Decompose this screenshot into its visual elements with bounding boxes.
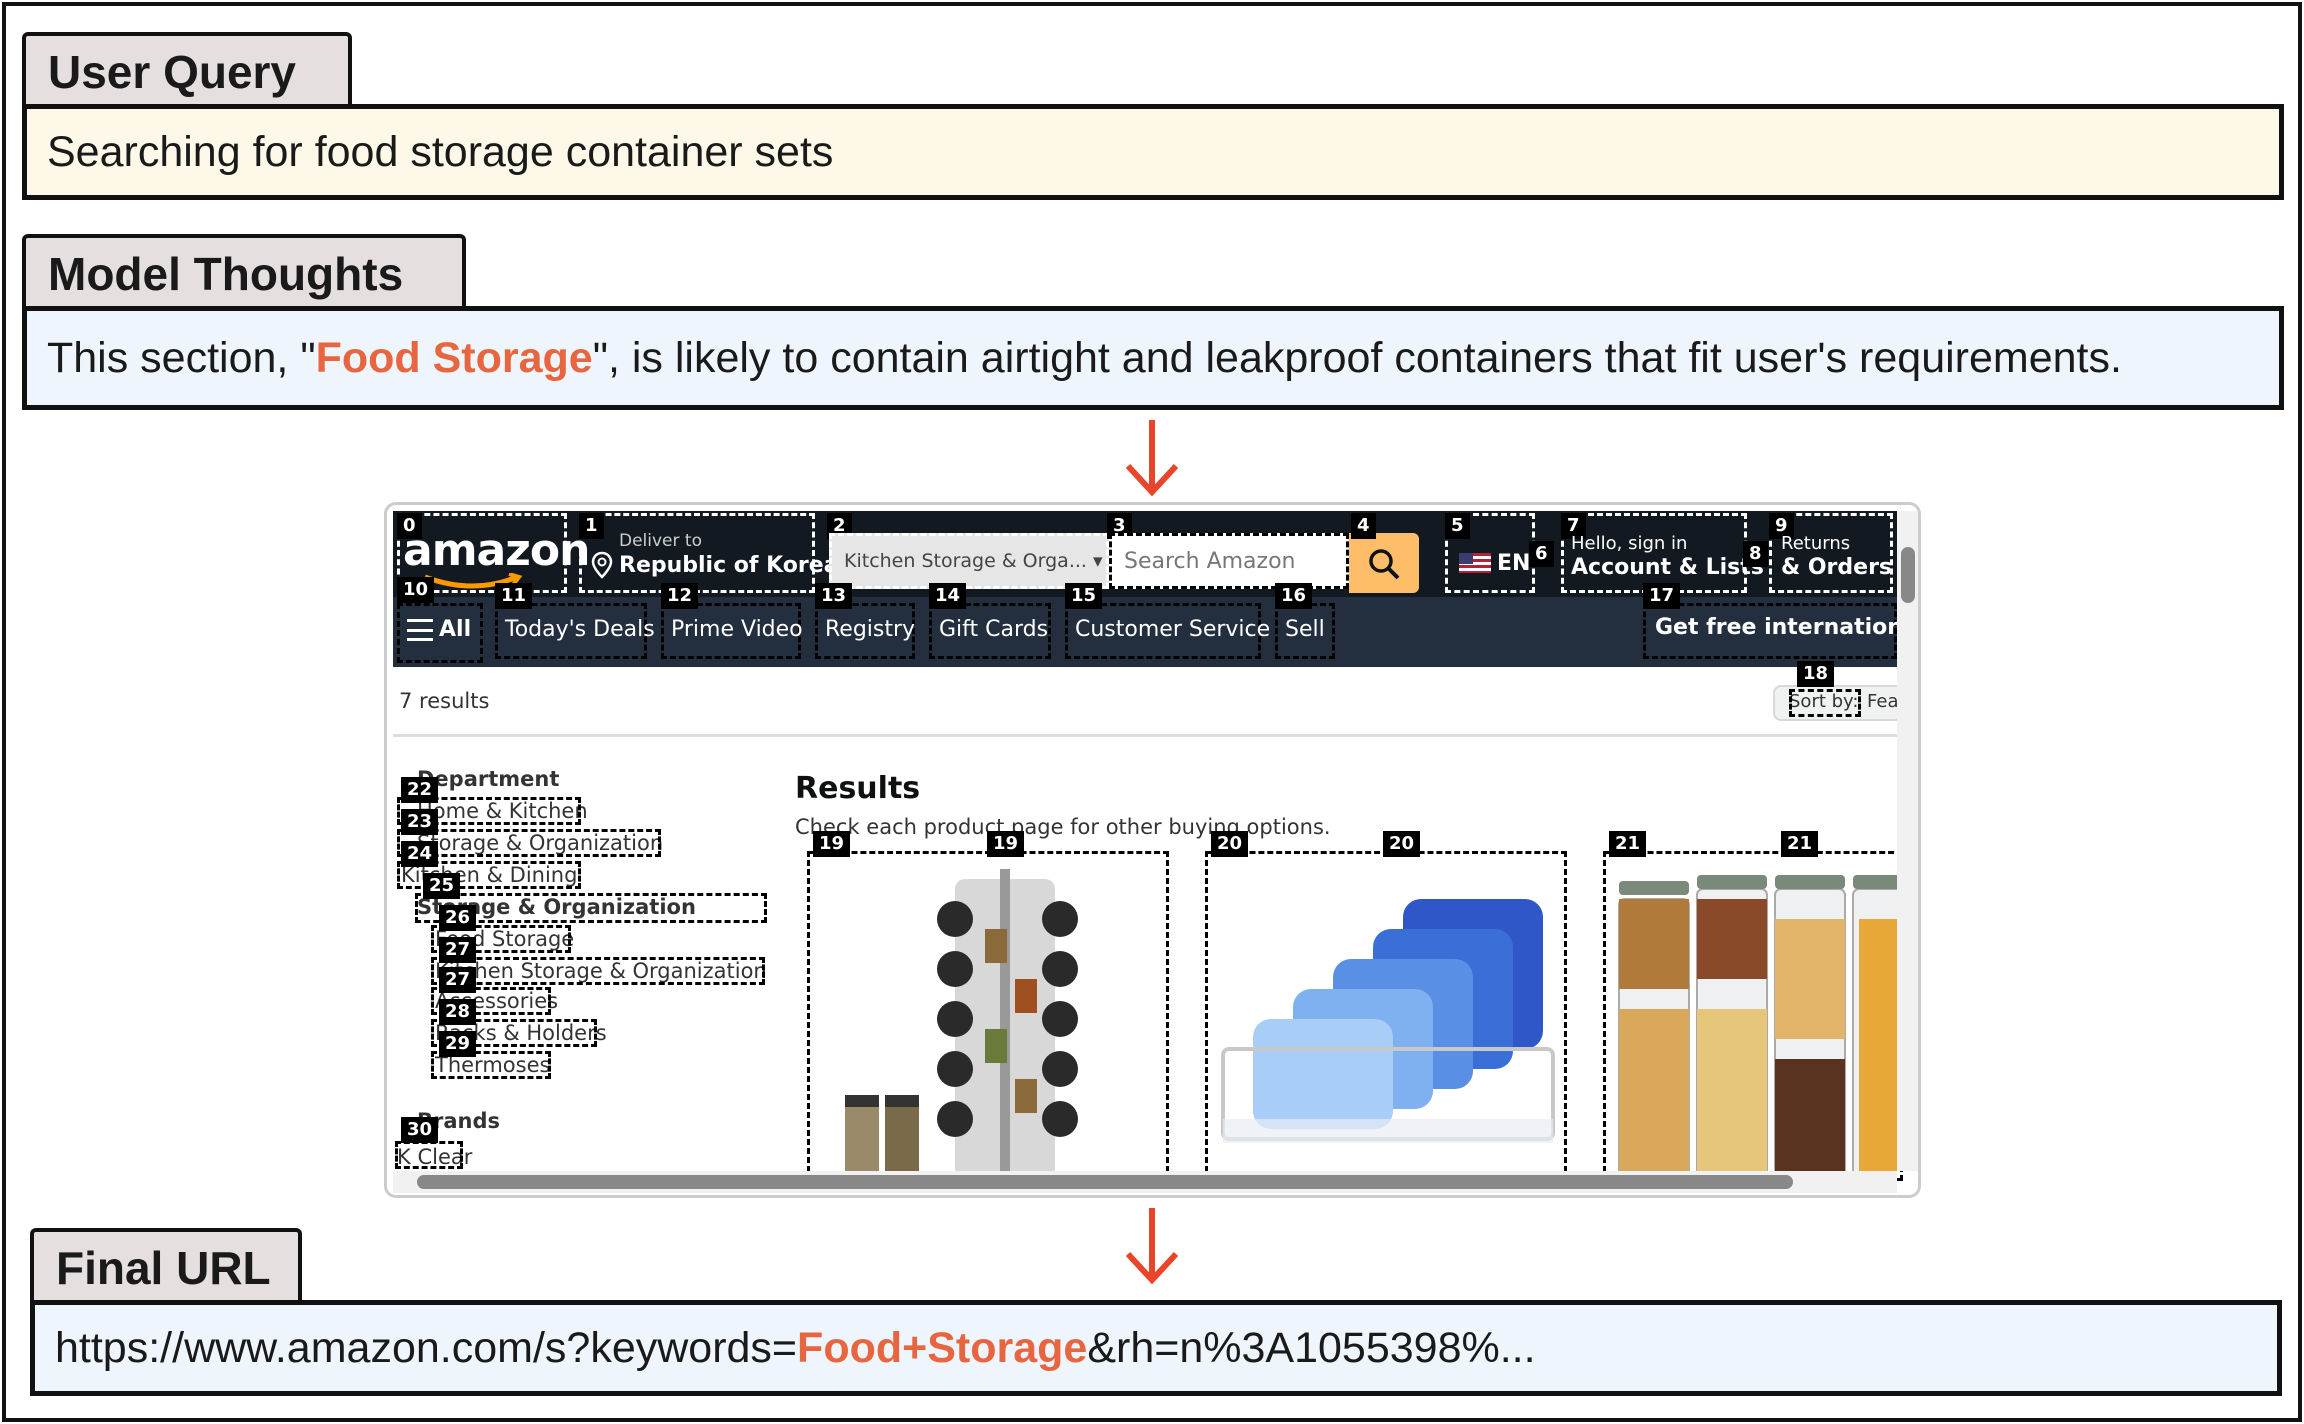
model-thoughts-tab: Model Thoughts [22, 234, 466, 308]
account-lists-link[interactable]: Account & Lists [1571, 555, 1764, 580]
results-subtitle: Check each product page for other buying… [795, 815, 1331, 839]
results-title: Results [795, 771, 921, 806]
nav-registry[interactable]: Registry [825, 617, 916, 642]
thoughts-pre: This section, " [47, 333, 316, 382]
user-query-tab: User Query [22, 32, 352, 106]
browser-screenshot: 0 amazon 1 Deliver to Republic of Korea … [384, 502, 1921, 1198]
user-query-text: Searching for food storage container set… [47, 127, 834, 176]
search-button[interactable] [1349, 533, 1419, 593]
user-query-panel: Searching for food storage container set… [22, 104, 2284, 200]
final-url-tab: Final URL [30, 1228, 302, 1302]
product-image-spice-rack[interactable] [815, 859, 1165, 1171]
language-selector[interactable]: EN [1497, 551, 1531, 576]
product-image-pantry-containers[interactable] [1609, 859, 1897, 1171]
results-info-bar: 7 results Sort by: Fea 18 [393, 661, 1903, 737]
final-url-panel: https://www.amazon.com/s?keywords=Food+S… [30, 1300, 2282, 1396]
nav-sell[interactable]: Sell [1285, 617, 1325, 642]
nav-todays-deals[interactable]: Today's Deals [505, 617, 655, 642]
dept-storage-organization[interactable]: Storage & Organization [417, 831, 664, 855]
dept-home-kitchen[interactable]: Home & Kitchen [417, 799, 588, 823]
vertical-scrollbar[interactable] [1897, 511, 1918, 1171]
deliver-location-link[interactable]: Republic of Korea [619, 553, 839, 578]
nav-gift-cards[interactable]: Gift Cards [939, 617, 1049, 642]
results-count: 7 results [399, 689, 490, 713]
model-thoughts-panel: This section, "Food Storage", is likely … [22, 306, 2284, 410]
down-arrow-icon [1125, 1208, 1179, 1285]
search-input[interactable]: Search Amazon [1109, 533, 1349, 589]
product-image-blue-containers[interactable] [1213, 859, 1563, 1171]
dept-thermoses[interactable]: Thermoses [435, 1053, 551, 1077]
amazon-top-nav: 0 amazon 1 Deliver to Republic of Korea … [393, 511, 1897, 597]
url-pre: https://www.amazon.com/s?keywords= [55, 1323, 798, 1372]
search-category-select[interactable]: Kitchen Storage & Orga... ▾ [829, 533, 1109, 589]
all-menu-button[interactable]: All [439, 617, 472, 642]
down-arrow-icon [1125, 420, 1179, 497]
nav-customer-service[interactable]: Customer Service [1075, 617, 1271, 642]
us-flag-icon [1459, 553, 1491, 573]
brand-k-clear[interactable]: K Clear [397, 1145, 473, 1169]
hamburger-menu-icon[interactable] [407, 619, 433, 641]
url-highlight: Food+Storage [797, 1323, 1088, 1372]
thoughts-highlight: Food Storage [315, 333, 593, 382]
search-icon [1369, 549, 1400, 580]
nav-prime-video[interactable]: Prime Video [671, 617, 803, 642]
thoughts-post: ", is likely to contain airtight and lea… [592, 333, 2122, 382]
horizontal-scrollbar[interactable] [393, 1171, 1897, 1193]
amazon-sub-nav: 10 All 11 Today's Deals 12 Prime Video 1… [393, 577, 1918, 667]
returns-orders-link[interactable]: & Orders [1781, 555, 1893, 580]
url-post: &rh=n%3A1055398%... [1087, 1323, 1536, 1372]
promo-link[interactable]: Get free international d [1655, 615, 1921, 640]
amazon-smile-icon [424, 573, 523, 589]
dept-kitchen-storage[interactable]: Kitchen Storage & Organization [435, 959, 767, 983]
location-pin-icon [591, 551, 613, 579]
amazon-logo[interactable]: amazon [403, 525, 590, 576]
